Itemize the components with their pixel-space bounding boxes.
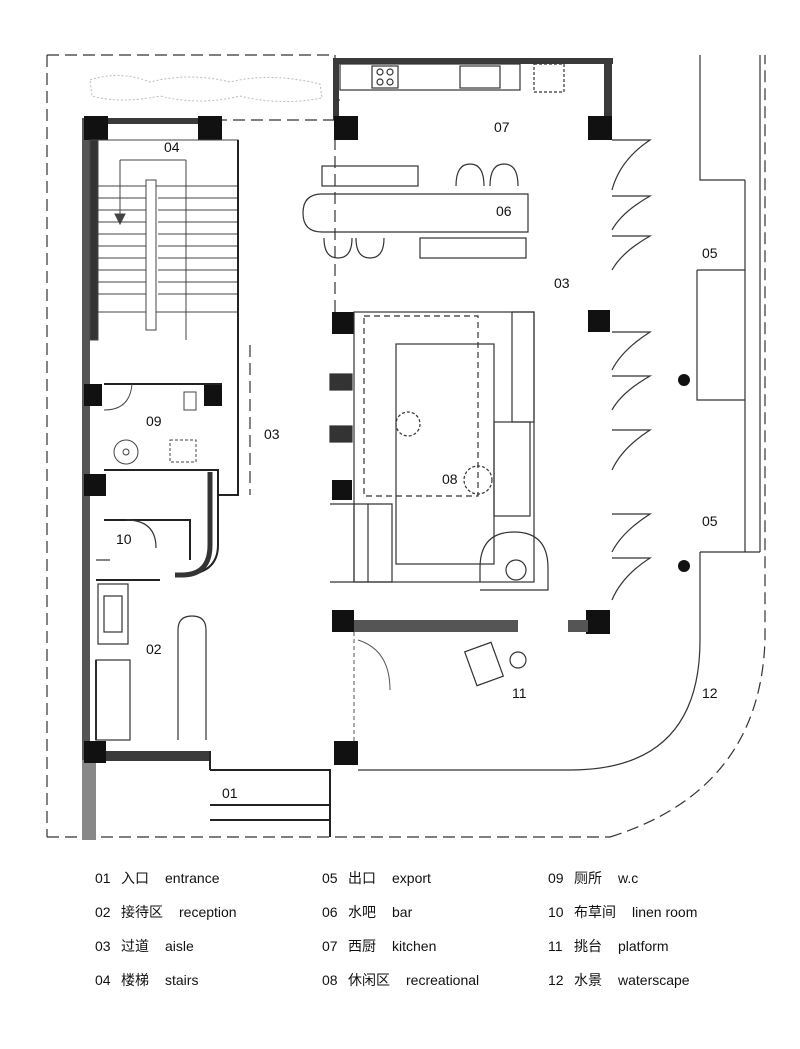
lounge-furniture bbox=[329, 311, 549, 591]
room-label-05-north: 05 bbox=[702, 245, 718, 261]
linen-room-wall bbox=[175, 472, 213, 578]
floor-plan: 01 02 03 03 04 05 05 06 07 08 09 10 11 1… bbox=[46, 54, 766, 840]
room-label-04: 04 bbox=[164, 139, 180, 155]
room-label-07: 07 bbox=[494, 119, 510, 135]
columns bbox=[84, 116, 612, 765]
platform-furniture bbox=[463, 641, 527, 687]
water-bar bbox=[302, 163, 529, 259]
room-label-03-east: 03 bbox=[554, 275, 570, 291]
room-label-01: 01 bbox=[222, 785, 238, 801]
room-label-09: 09 bbox=[146, 413, 162, 429]
room-label-02: 02 bbox=[146, 641, 162, 657]
site-boundary bbox=[46, 54, 766, 838]
stairs bbox=[89, 139, 239, 341]
door-swing bbox=[357, 639, 391, 691]
exterior-walls bbox=[82, 58, 613, 840]
bollards bbox=[678, 374, 690, 572]
room-label-08: 08 bbox=[442, 471, 458, 487]
planting-strip bbox=[89, 75, 323, 103]
room-label-06: 06 bbox=[496, 203, 512, 219]
room-label-05-south: 05 bbox=[702, 513, 718, 529]
room-label-10: 10 bbox=[116, 531, 132, 547]
room-label-12: 12 bbox=[702, 685, 718, 701]
wc-fixtures bbox=[103, 383, 197, 465]
room-label-03-west: 03 bbox=[264, 426, 280, 442]
south-partition bbox=[354, 620, 588, 632]
reception-counter bbox=[95, 519, 207, 741]
folding-doors bbox=[611, 139, 653, 601]
exit-structure bbox=[358, 55, 761, 771]
room-label-11: 11 bbox=[512, 685, 527, 701]
kitchen-counter bbox=[336, 63, 565, 101]
